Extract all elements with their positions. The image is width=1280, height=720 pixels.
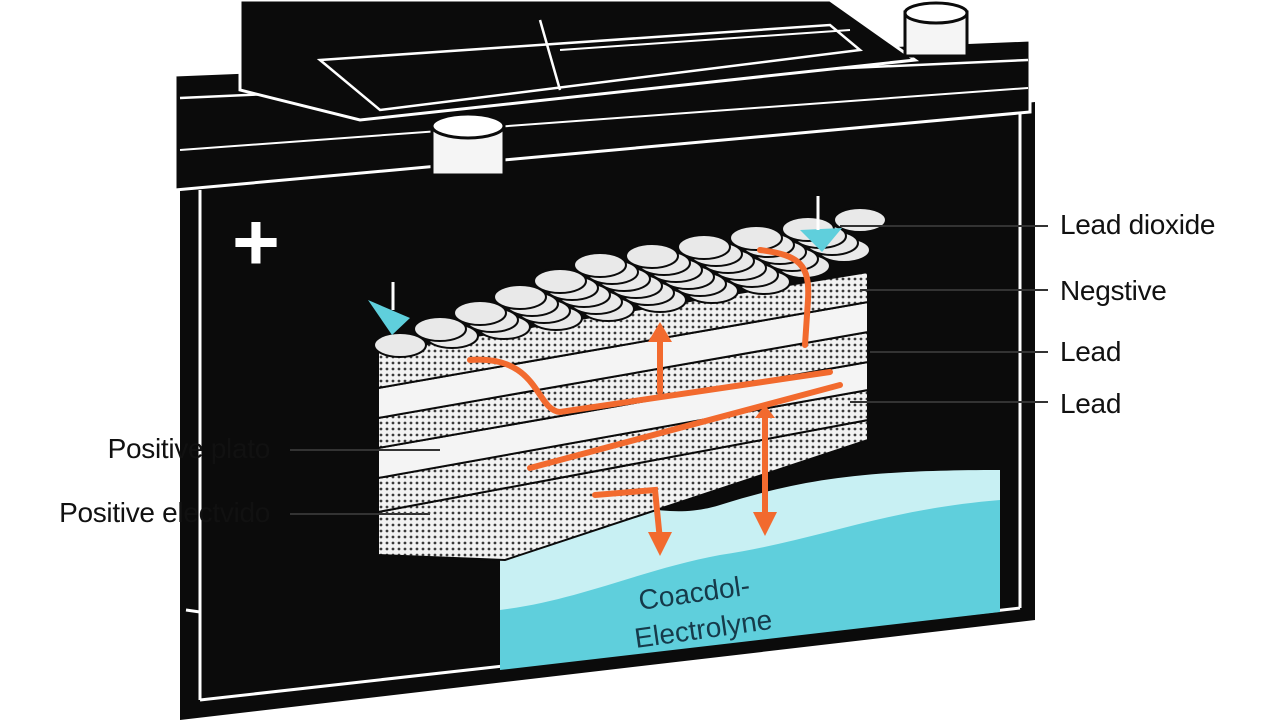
cyan-markers xyxy=(368,196,842,335)
current-path xyxy=(592,486,663,543)
callout-positive-electrode: Positive electvido xyxy=(59,497,270,528)
leader-lines xyxy=(290,225,1048,515)
callout-positive-plate: Positive plato xyxy=(107,433,271,464)
callout-lead: Lead xyxy=(1060,336,1122,367)
plate-tile xyxy=(625,243,679,269)
plate-tile xyxy=(677,234,731,260)
current-arrows xyxy=(467,247,843,543)
marker-arrow-icon xyxy=(368,300,410,335)
current-path xyxy=(467,356,833,416)
positive-terminal-symbol: + xyxy=(232,197,280,288)
terminal-left-icon xyxy=(430,112,506,177)
arrow-up-icon xyxy=(648,322,672,342)
plate-tile xyxy=(533,268,587,294)
plate-tile xyxy=(729,225,783,251)
terminal-right-icon xyxy=(903,1,969,58)
callout-lead-2: Lead xyxy=(1060,388,1122,419)
arrow-down-icon xyxy=(648,532,672,556)
plate-tile xyxy=(413,316,467,342)
battery-lid xyxy=(173,0,1032,192)
current-path xyxy=(527,382,843,471)
current-path xyxy=(757,247,812,348)
callout-negative: Negstive xyxy=(1060,275,1167,306)
plate-tile xyxy=(493,284,547,310)
arrow-down-icon xyxy=(753,512,777,536)
arrow-up-icon xyxy=(755,405,775,418)
callout-lead-dioxide: Lead dioxide xyxy=(1060,209,1216,240)
arrow-heads xyxy=(648,322,777,556)
plate-tile xyxy=(373,332,427,358)
plate-tile xyxy=(573,252,627,278)
marker-arrow-icon xyxy=(800,228,842,252)
plate-tile xyxy=(833,207,887,233)
plate-tile xyxy=(453,300,507,326)
